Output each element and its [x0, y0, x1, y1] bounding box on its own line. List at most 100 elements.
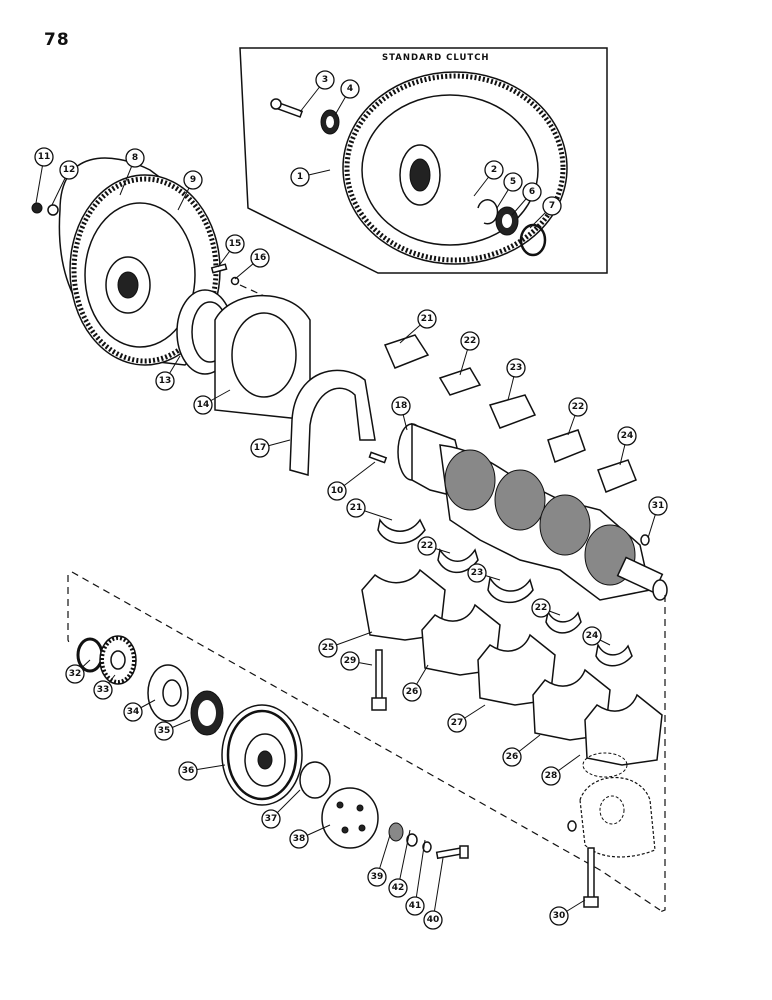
- callout-bubble: [183, 170, 203, 190]
- callout-c33: 33: [93, 674, 116, 700]
- lower-bearing-shells: [377, 518, 633, 667]
- callout-c30: 30: [549, 899, 586, 926]
- callout-c5: 5: [496, 172, 523, 209]
- callout-number: 21: [350, 503, 363, 513]
- callout-number: 38: [293, 834, 306, 844]
- callout-bubble: [391, 396, 411, 416]
- callout-bubble: [417, 536, 437, 556]
- callout-number: 7: [549, 201, 555, 211]
- callout-number: 29: [344, 656, 357, 666]
- callout-number: 8: [132, 153, 138, 163]
- callout-c18: 18: [391, 396, 411, 431]
- thrust-washer: [76, 637, 104, 673]
- callout-bubble: [542, 196, 562, 216]
- callout-c12: 12: [51, 160, 79, 206]
- callout-number: 12: [63, 165, 76, 175]
- washer: [47, 204, 59, 216]
- callout-c21: 21: [399, 309, 437, 344]
- callout-bubble: [155, 371, 175, 391]
- callout-bubble: [340, 79, 360, 99]
- callout-number: 28: [545, 771, 558, 781]
- callout-number: 15: [229, 239, 242, 249]
- plug: [640, 534, 650, 546]
- callout-c28: 28: [541, 754, 581, 786]
- callout-number: 30: [553, 911, 566, 921]
- callout-bubble: [367, 867, 387, 887]
- callout-number: 4: [347, 84, 353, 94]
- callout-number: 34: [127, 707, 140, 717]
- callout-c10: 10: [327, 461, 376, 501]
- callout-c6: 6: [511, 182, 542, 216]
- callout-c39: 39: [367, 834, 391, 887]
- callout-bubble: [503, 172, 523, 192]
- callout-c26b: 26: [502, 734, 541, 767]
- callout-bubble: [289, 829, 309, 849]
- callout-bubble: [318, 638, 338, 658]
- callout-bubble: [290, 167, 310, 187]
- callout-c35: 35: [154, 719, 191, 741]
- callout-c21b: 21: [346, 498, 393, 521]
- callout-bubble: [178, 761, 198, 781]
- callout-c23b: 23: [467, 563, 501, 583]
- callout-bubble: [125, 148, 145, 168]
- callout-bubble: [93, 680, 113, 700]
- standard-clutch-inset: STANDARD CLUTCH: [239, 47, 608, 274]
- callout-number: 14: [197, 400, 210, 410]
- callout-bubble: [327, 481, 347, 501]
- callout-bubble: [59, 160, 79, 180]
- inset-snap-ring: [477, 199, 499, 225]
- callout-number: 17: [254, 443, 267, 453]
- callout-bubble: [506, 358, 526, 378]
- callout-bubble: [541, 766, 561, 786]
- callout-bubble: [225, 234, 245, 254]
- damper: [321, 787, 379, 849]
- callout-c13: 13: [155, 355, 181, 391]
- callout-number: 26: [406, 687, 419, 697]
- callout-number: 27: [451, 718, 464, 728]
- callout-number: 23: [471, 568, 484, 578]
- callout-bubble: [531, 598, 551, 618]
- callout-number: 22: [464, 336, 477, 346]
- callout-bubble: [65, 664, 85, 684]
- callout-bubble: [522, 182, 542, 202]
- page-number: 78: [44, 30, 70, 50]
- callout-number: 41: [409, 901, 422, 911]
- callout-c37: 37: [261, 789, 301, 829]
- callout-number: 21: [421, 314, 434, 324]
- callout-number: 13: [159, 376, 172, 386]
- callout-number: 26: [506, 752, 519, 762]
- leader-line: [414, 839, 426, 907]
- callout-bubble: [405, 896, 425, 916]
- callout-bubble: [34, 147, 54, 167]
- callout-number: 2: [491, 165, 497, 175]
- callout-c11: 11: [34, 147, 54, 204]
- callout-c23: 23: [506, 358, 526, 401]
- callout-number: 6: [529, 187, 535, 197]
- callout-number: 33: [97, 685, 110, 695]
- callout-number: 31: [652, 501, 665, 511]
- callout-bubble: [617, 426, 637, 446]
- callout-c22: 22: [459, 331, 480, 376]
- callout-bubble: [582, 626, 602, 646]
- callout-c1: 1: [290, 167, 331, 187]
- crankshaft-pulley: [221, 704, 303, 806]
- callout-c36: 36: [178, 761, 226, 781]
- upper-bearing-shells: [383, 334, 637, 493]
- spacer: [388, 822, 404, 842]
- main-bearing-caps: [361, 568, 663, 766]
- callout-c24b: 24: [582, 626, 611, 646]
- callout-c29: 29: [340, 651, 373, 671]
- callout-c24: 24: [617, 426, 637, 466]
- retainer-gasket: [289, 369, 376, 476]
- callout-c9: 9: [177, 170, 203, 211]
- callout-c15: 15: [217, 234, 245, 268]
- callout-bubble: [123, 702, 143, 722]
- callout-c40: 40: [423, 857, 444, 930]
- callout-number: 25: [322, 643, 335, 653]
- main-bearing-bolt: [371, 649, 387, 711]
- pump-bolt: [583, 847, 599, 908]
- callout-number: 3: [322, 75, 328, 85]
- pulley-bolt: [435, 845, 469, 860]
- callout-bubble: [315, 70, 335, 90]
- callout-c14: 14: [193, 389, 231, 415]
